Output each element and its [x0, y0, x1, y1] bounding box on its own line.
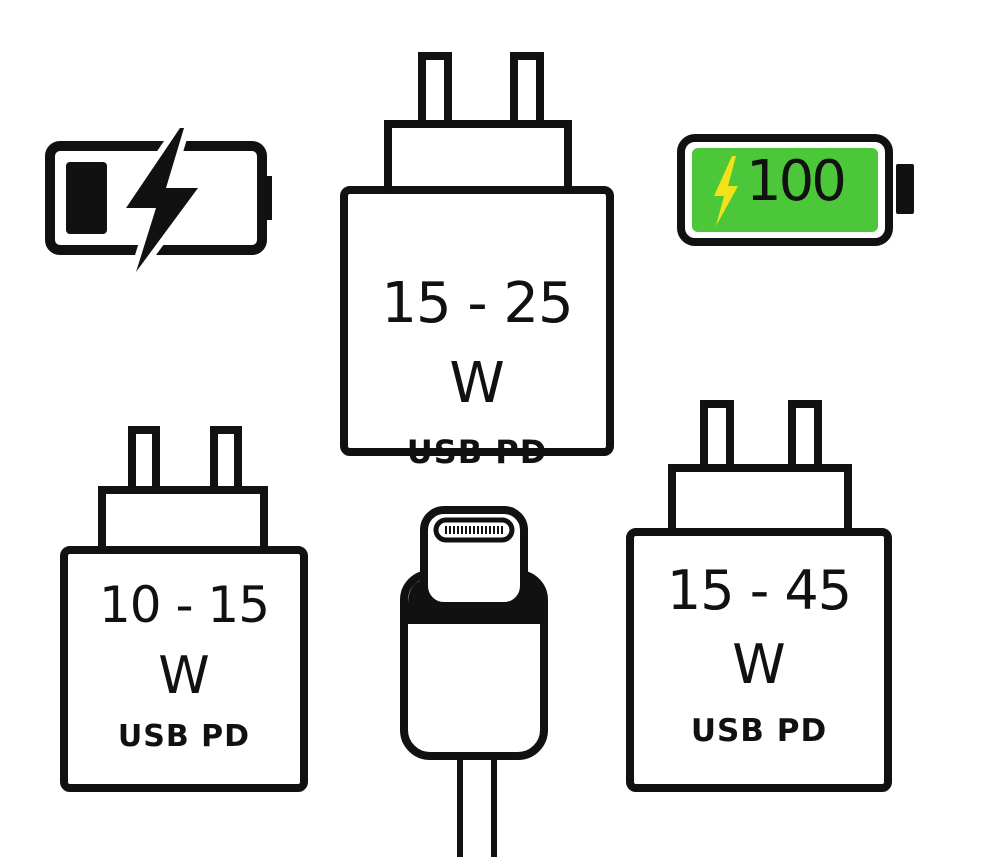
lightning-bolt-icon [126, 128, 198, 272]
charger-wattage-range: 15 - 25 [381, 271, 573, 336]
charger-15-45w: 15 - 45 W USB PD [624, 398, 894, 794]
charger-wattage-unit: W [732, 633, 786, 696]
charger-10-15w: 10 - 15 W USB PD [58, 424, 310, 794]
charger-wattage-range: 15 - 45 [666, 559, 852, 622]
charger-protocol-label: USB PD [406, 433, 548, 471]
charger-wattage-range: 10 - 15 [98, 576, 270, 634]
charger-protocol-label: USB PD [117, 719, 251, 754]
battery-full-icon: 100 [676, 130, 922, 250]
charger-15-25w: 15 - 25 W USB PD [338, 52, 616, 468]
usb-c-cable-icon [398, 504, 554, 857]
usb-c-pins [445, 526, 503, 534]
battery-level-label: 100 [746, 149, 847, 214]
charger-protocol-label: USB PD [690, 713, 828, 749]
battery-charging-icon [44, 122, 276, 278]
charger-wattage-unit: W [449, 351, 505, 416]
lightning-bolt-icon [714, 156, 738, 226]
battery-level-fill [66, 162, 107, 234]
charger-wattage-unit: W [158, 646, 210, 706]
